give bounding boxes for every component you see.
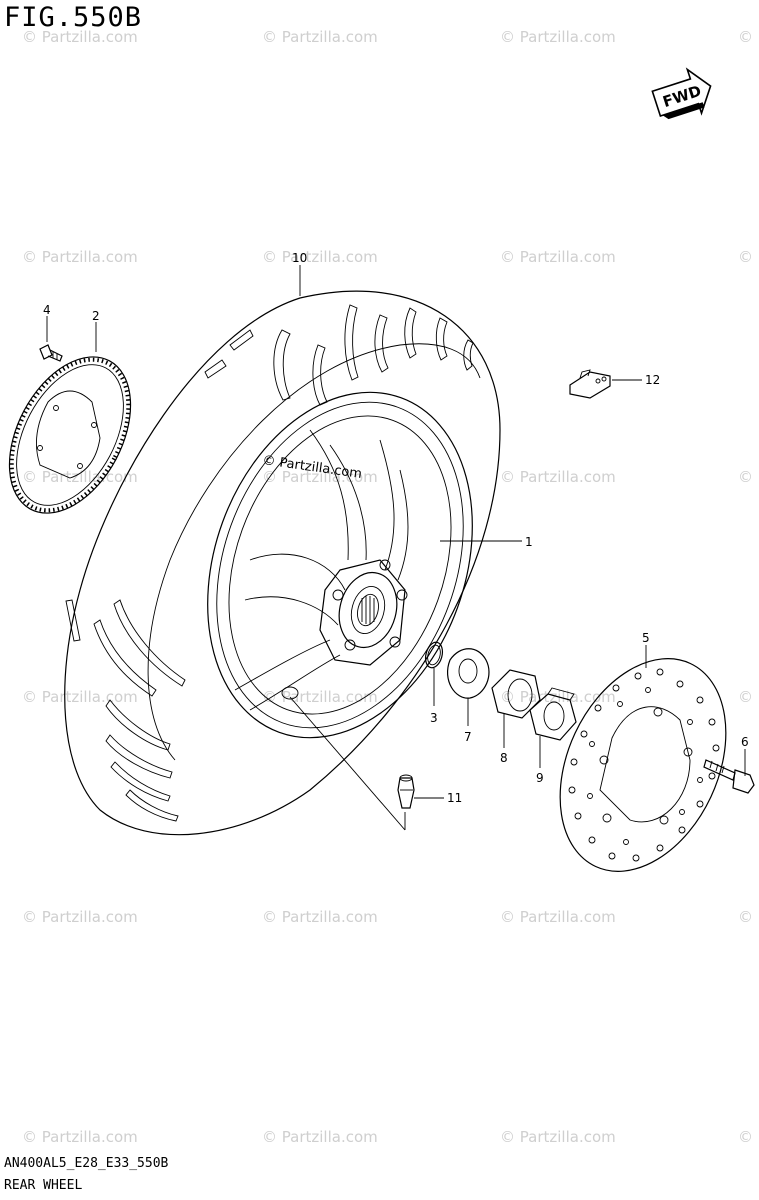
collar-8 (491, 669, 541, 719)
watermark: © Partzilla.com (738, 248, 759, 266)
wheel-rim (207, 391, 473, 739)
watermark: © Partzilla.com (262, 468, 378, 486)
brake-disc (559, 658, 727, 872)
hub (319, 559, 408, 666)
callout-9: 9 (536, 771, 544, 785)
watermark: © Partzilla.com (262, 908, 378, 926)
section-name: REAR WHEEL (4, 1178, 83, 1193)
watermark: © Partzilla.com (22, 688, 138, 706)
air-valve (397, 774, 415, 809)
watermark: © Partzilla.com (738, 908, 759, 926)
watermark: © Partzilla.com (22, 1128, 138, 1146)
watermark: © Partzilla.com (500, 1128, 616, 1146)
tire (64, 290, 501, 836)
fwd-arrow-icon: FWD (651, 67, 712, 120)
watermark: © Partzilla.com (262, 1128, 378, 1146)
watermark: © Partzilla.com (262, 688, 378, 706)
callout-11: 11 (447, 791, 462, 805)
washer-7 (447, 648, 490, 699)
bolt-4 (39, 344, 63, 362)
watermark: © Partzilla.com (22, 28, 138, 46)
callout-6: 6 (741, 735, 749, 749)
seal-3 (424, 641, 444, 669)
nut-9 (529, 687, 577, 741)
watermark: © Partzilla.com (500, 468, 616, 486)
callout-3: 3 (430, 711, 438, 725)
watermark: © Partzilla.com (500, 28, 616, 46)
balance-weight (569, 369, 611, 399)
figure-title: FIG.550B (4, 2, 143, 33)
watermark: © Partzilla.com (738, 28, 759, 46)
callout-5: 5 (642, 631, 650, 645)
watermark: © Partzilla.com (22, 248, 138, 266)
watermark: © Partzilla.com (262, 28, 378, 46)
leader-lines (46, 265, 746, 831)
watermark: © Partzilla.com (22, 468, 138, 486)
callout-labels: 1 2 3 4 5 6 7 8 9 10 11 12 (43, 251, 749, 805)
callout-12: 12 (645, 373, 660, 387)
watermark: © Partzilla.com (738, 468, 759, 486)
callout-7: 7 (464, 730, 472, 744)
watermark: © Partzilla.com (22, 908, 138, 926)
watermark-layer: © Partzilla.com © Partzilla.com © Partzi… (22, 28, 759, 1146)
callout-4: 4 (43, 303, 51, 317)
watermark: © Partzilla.com (738, 688, 759, 706)
watermark: © Partzilla.com (738, 1128, 759, 1146)
sensor-ring (8, 356, 132, 514)
bolt-6 (703, 759, 755, 794)
callout-10: 10 (292, 251, 307, 265)
callout-2: 2 (92, 309, 100, 323)
watermark: © Partzilla.com (262, 248, 378, 266)
watermark: © Partzilla.com (500, 248, 616, 266)
watermark: © Partzilla.com (500, 908, 616, 926)
callout-1: 1 (525, 535, 533, 549)
callout-8: 8 (500, 751, 508, 765)
model-code: AN400AL5_E28_E33_550B (4, 1156, 169, 1171)
